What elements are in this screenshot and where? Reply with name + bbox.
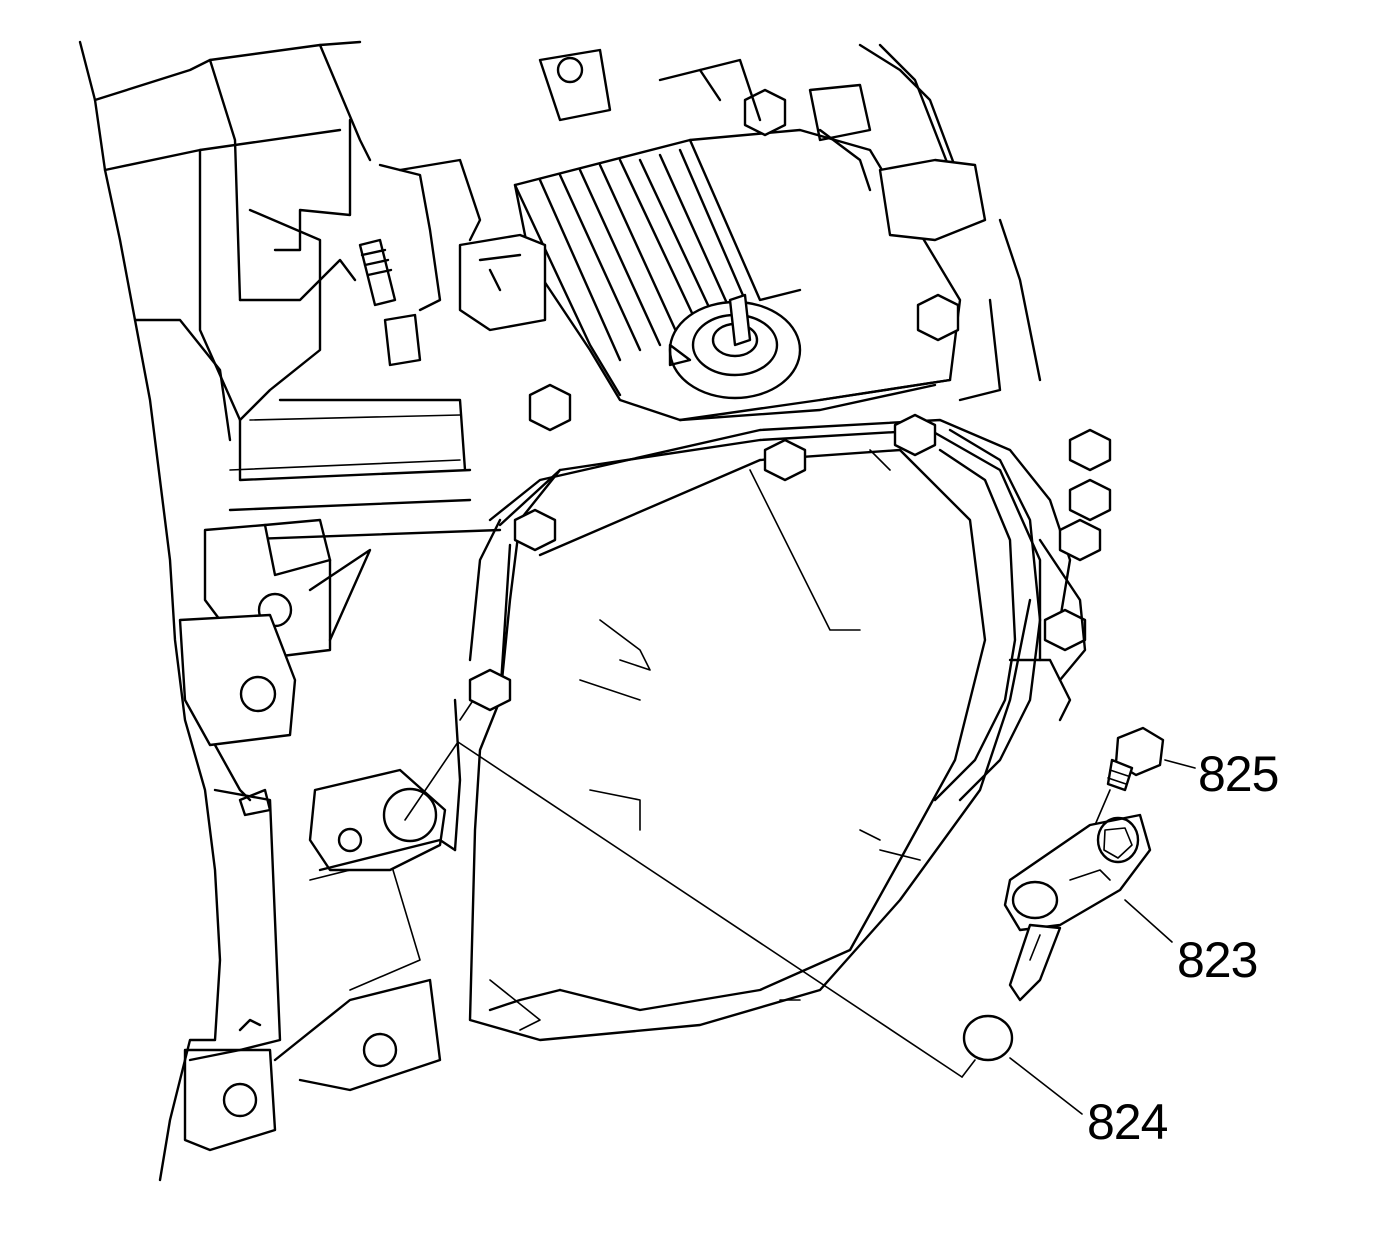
leader-lines <box>404 741 976 1078</box>
callout-leaders <box>1009 759 1196 1115</box>
callout-825: 825 <box>1198 746 1279 802</box>
module-connector <box>458 233 547 332</box>
control-module <box>513 128 962 422</box>
callout-824: 824 <box>1087 1094 1168 1150</box>
transmission-case <box>78 40 502 1182</box>
callout-823: 823 <box>1177 932 1258 988</box>
oil-pan <box>459 428 1042 1042</box>
lower-left-bracket <box>178 613 297 802</box>
module-bolts <box>528 88 960 432</box>
seal-824-part <box>962 1014 1014 1062</box>
pan-bolts <box>468 413 1112 712</box>
range-switch <box>668 293 802 400</box>
sensor-stack <box>358 158 482 367</box>
line-bracket <box>308 768 457 872</box>
lower-housing <box>183 788 442 1152</box>
wiring-harness <box>538 43 1042 402</box>
cooler-tube <box>933 428 1087 802</box>
lever-823-part <box>1003 813 1152 1002</box>
